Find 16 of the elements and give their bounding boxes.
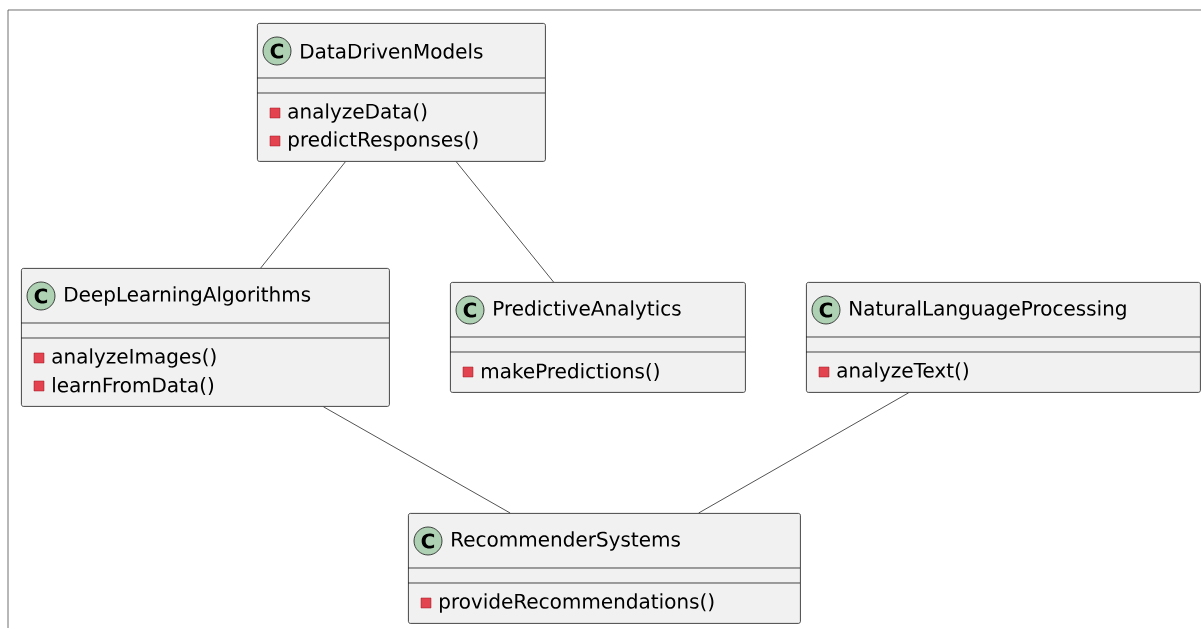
method-name: analyzeData(): [288, 103, 427, 123]
method-name: provideRecommendations(): [440, 593, 714, 613]
method-name: learnFromData(): [53, 377, 214, 395]
connector-line: [323, 406, 511, 514]
method-name: makePredictions(): [482, 363, 659, 381]
method-name: analyzeImages(): [52, 348, 216, 368]
class-name: RecommenderSystems: [452, 531, 680, 551]
class-name: PredictiveAnalytics: [494, 300, 681, 320]
class-name: DataDrivenModels: [301, 43, 483, 59]
connector-line: [455, 161, 554, 283]
method-name: analyzeText(): [837, 362, 968, 382]
connector-line: [698, 392, 910, 514]
method-name: predictResponses(): [289, 131, 478, 151]
class-name: NaturalLanguageProcessing: [850, 300, 1126, 320]
class-name: DeepLearningAlgorithms: [65, 286, 311, 306]
connector-line: [260, 161, 346, 269]
